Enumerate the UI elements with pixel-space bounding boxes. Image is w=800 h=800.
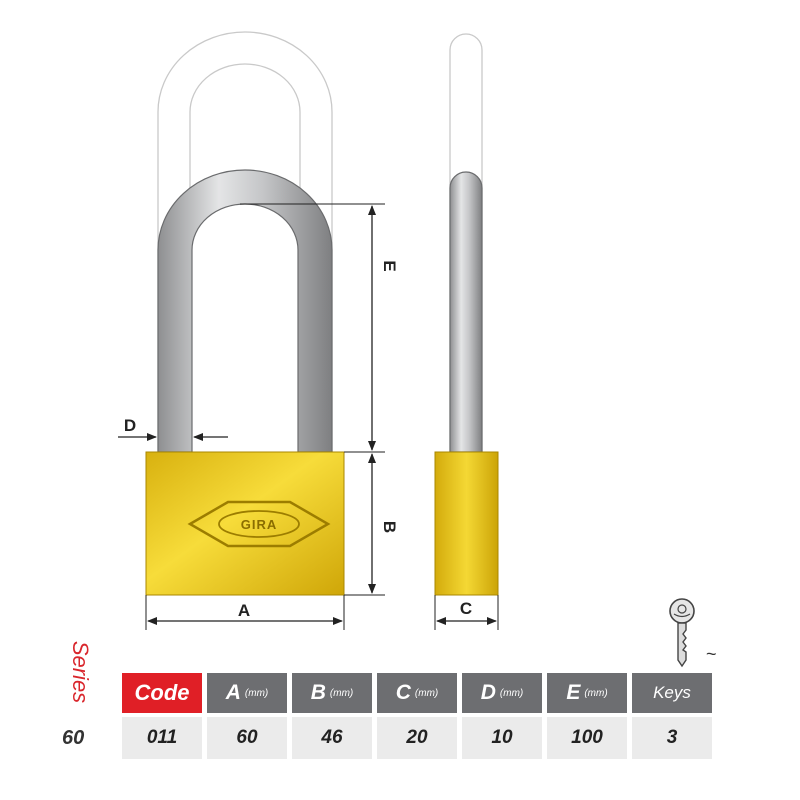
series-label-text: Series bbox=[68, 640, 93, 704]
spec-table: Code A(mm) B(mm) C(mm) D(mm) E(mm) Keys … bbox=[122, 673, 712, 759]
key-tilde: ~ bbox=[706, 644, 717, 664]
lock-body-front bbox=[145, 451, 345, 596]
key-icon: ~ bbox=[669, 598, 717, 668]
header-a: A(mm) bbox=[207, 673, 287, 713]
shackle-front bbox=[157, 169, 333, 453]
dim-d-label: D bbox=[124, 416, 136, 435]
series-number: 60 bbox=[62, 727, 85, 749]
dim-a-label: A bbox=[238, 601, 250, 620]
shackle-side bbox=[449, 171, 483, 453]
header-code: Code bbox=[122, 673, 202, 713]
header-d: D(mm) bbox=[462, 673, 542, 713]
dim-e-label: E bbox=[380, 260, 399, 271]
header-keys: Keys bbox=[632, 673, 712, 713]
header-e: E(mm) bbox=[547, 673, 627, 713]
logo-text: GIRA bbox=[241, 517, 278, 532]
value-c: 20 bbox=[377, 717, 457, 759]
value-b: 46 bbox=[292, 717, 372, 759]
value-e: 100 bbox=[547, 717, 627, 759]
value-a: 60 bbox=[207, 717, 287, 759]
raised-shackle-outline bbox=[157, 31, 333, 452]
side-raised-shackle-outline bbox=[449, 33, 483, 452]
value-keys: 3 bbox=[632, 717, 712, 759]
gira-logo: GIRA bbox=[187, 500, 331, 548]
header-b: B(mm) bbox=[292, 673, 372, 713]
value-code: 011 bbox=[122, 717, 202, 759]
dim-b-label: B bbox=[380, 521, 399, 533]
dim-c-label: C bbox=[460, 599, 472, 618]
header-c: C(mm) bbox=[377, 673, 457, 713]
series-label: Series bbox=[60, 632, 100, 712]
value-d: 10 bbox=[462, 717, 542, 759]
raised-shackle-inner-outline bbox=[189, 63, 301, 452]
lock-body-side bbox=[434, 451, 499, 596]
